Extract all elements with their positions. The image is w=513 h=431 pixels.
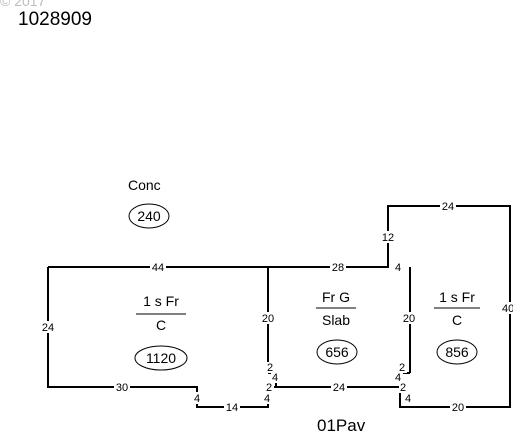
dim-step-c1: 2 bbox=[399, 362, 405, 374]
dim-left: 24 bbox=[42, 322, 54, 334]
dim-garage-left: 20 bbox=[262, 313, 274, 325]
dim-top-main: 44 bbox=[152, 262, 164, 274]
main-area-oval bbox=[134, 345, 188, 371]
listing-id: 1028909 bbox=[18, 9, 92, 30]
garage-type-line2: Slab bbox=[322, 312, 350, 328]
conc-area: 240 bbox=[137, 208, 161, 224]
main-type-line1: 1 s Fr bbox=[143, 293, 179, 309]
garage-area: 656 bbox=[325, 344, 349, 360]
main-type-line2: C bbox=[156, 317, 166, 333]
conc-label: Conc bbox=[128, 177, 161, 193]
dim-garage-bottom: 24 bbox=[333, 382, 345, 394]
main-area: 1120 bbox=[146, 350, 176, 366]
dim-bottom-left: 30 bbox=[116, 382, 128, 394]
dim-step-b3: 4 bbox=[272, 372, 278, 384]
dim-step-b2: 2 bbox=[266, 382, 272, 394]
dim-step-b4: 2 bbox=[267, 362, 273, 374]
dimension-labels: 44 28 24 30 4 14 4 2 4 2 20 24 2 4 2 4 2… bbox=[40, 200, 513, 414]
dim-right-side: 40 bbox=[502, 303, 513, 315]
pav-label: 01Pav bbox=[317, 416, 366, 431]
dim-right-bottom: 20 bbox=[452, 402, 464, 414]
dim-step-c4: 4 bbox=[405, 393, 411, 405]
right-area-oval bbox=[436, 339, 478, 365]
dim-top-garage: 28 bbox=[332, 262, 344, 274]
copyright-text: © 2017 bbox=[0, 0, 46, 9]
dim-step-a: 4 bbox=[194, 393, 200, 405]
conc-area-oval bbox=[128, 203, 170, 229]
dim-garage-right: 20 bbox=[403, 313, 415, 325]
dim-step-c2: 4 bbox=[395, 372, 401, 384]
garage-type-line1: Fr G bbox=[322, 289, 350, 305]
dim-right-top: 24 bbox=[442, 201, 454, 213]
garage-area-oval bbox=[316, 339, 358, 365]
dim-right-notch: 12 bbox=[382, 232, 394, 244]
dim-right-notch-top: 4 bbox=[395, 262, 401, 274]
right-type-line2: C bbox=[452, 312, 462, 328]
dim-step-b1: 4 bbox=[264, 393, 270, 405]
dim-step-c3: 2 bbox=[400, 382, 406, 394]
right-area: 856 bbox=[445, 344, 469, 360]
right-type-line1: 1 s Fr bbox=[439, 289, 475, 305]
dim-bottom-mid: 14 bbox=[226, 402, 238, 414]
